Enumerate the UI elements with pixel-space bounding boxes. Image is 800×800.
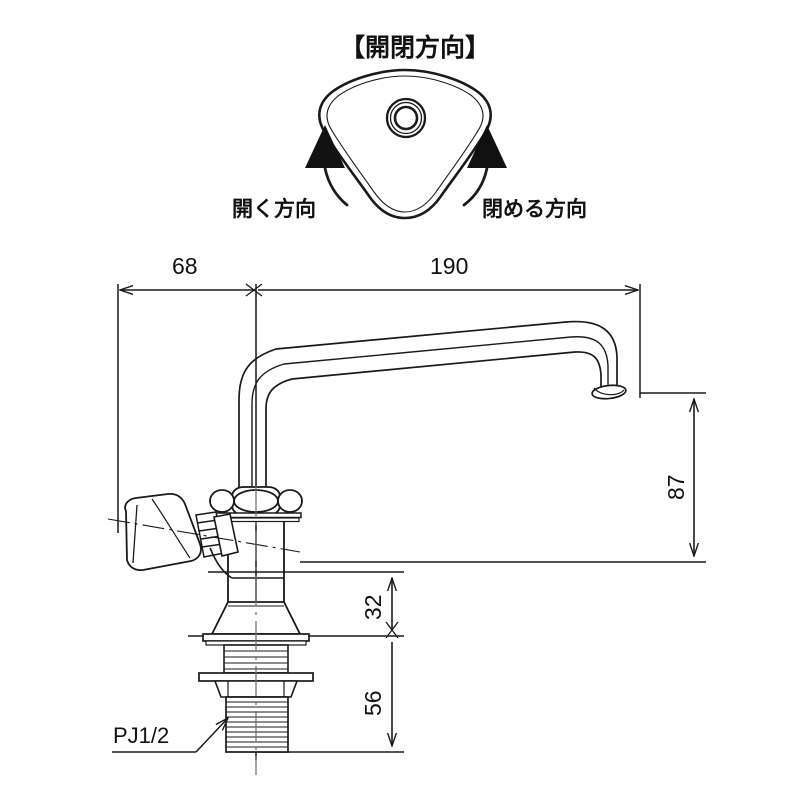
close-direction-arrow: [462, 125, 507, 207]
thread-spec-label: PJ1/2: [113, 723, 170, 748]
thread-callout-leader: [112, 718, 228, 753]
dimension-value-56: 56: [360, 690, 386, 716]
close-direction-label: 閉める方向: [482, 197, 587, 221]
faucet-shank: [198, 644, 314, 753]
open-direction-label: 開く方向: [232, 197, 316, 221]
dimension-line-spout-height: [300, 392, 706, 563]
handle-knob-illustration: [318, 68, 492, 220]
faucet-handle: [107, 492, 301, 579]
open-direction-arrow: [305, 125, 349, 207]
dimension-value-68: 68: [172, 253, 198, 279]
dimension-value-190: 190: [430, 253, 469, 279]
dimension-value-32: 32: [360, 594, 386, 620]
dimension-value-87: 87: [663, 474, 689, 500]
faucet-spout: [238, 320, 627, 497]
direction-diagram-title: 【開閉方向】: [340, 33, 491, 62]
